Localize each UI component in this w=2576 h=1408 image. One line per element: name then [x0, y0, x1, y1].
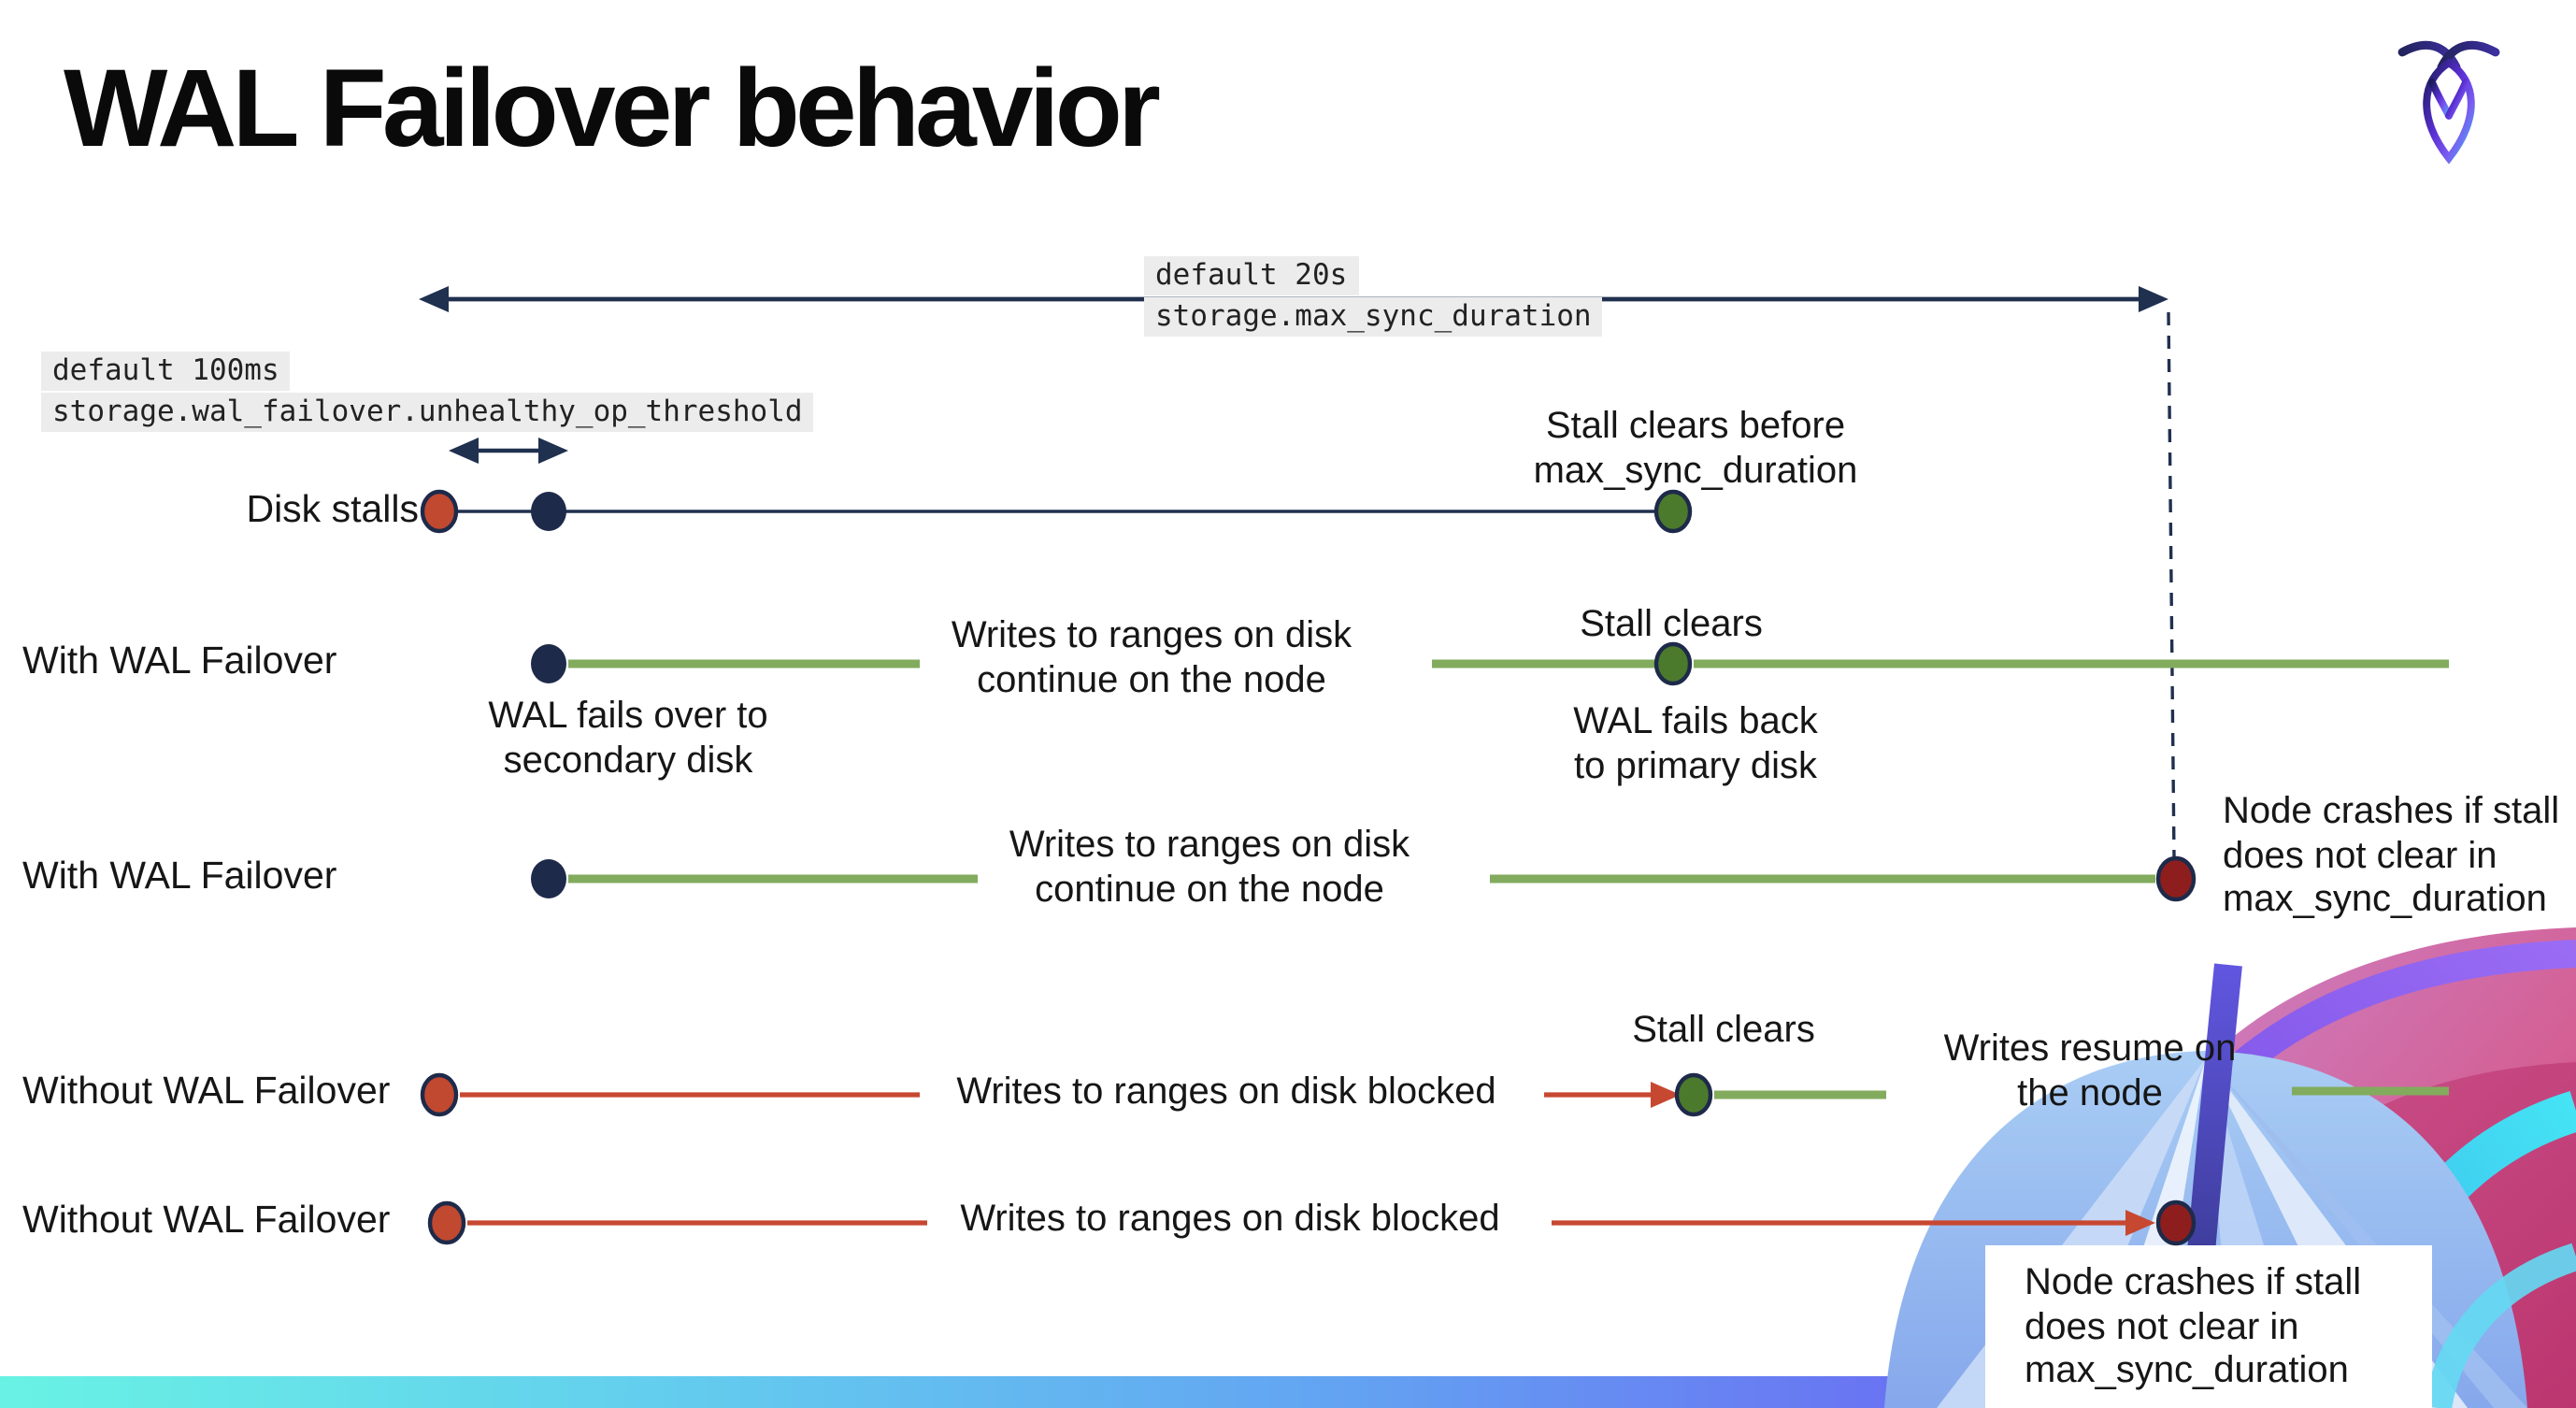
row-label-without-wal-failover-1: Without WAL Failover: [22, 1070, 391, 1113]
unhealthy-default-label: default 100ms: [41, 352, 291, 391]
writes-blocked-note-1: Writes to ranges on disk blocked: [956, 1071, 1496, 1113]
threshold-dot: [531, 492, 566, 531]
max-sync-default-label: default 20s: [1144, 256, 1359, 295]
writes-continue-note-2: Writes to ranges on disk continue on the…: [1009, 825, 1410, 910]
row-disk-stalls-timeline: [420, 489, 1693, 534]
disk-stall-start-dot: [420, 489, 459, 534]
row-wal-failover-1-timeline: [531, 641, 2449, 686]
max-sync-setting-label: storage.max_sync_duration: [1144, 297, 1603, 337]
writes-continue-note-1: Writes to ranges on disk continue on the…: [951, 615, 1352, 700]
writes-blocked-note-2: Writes to ranges on disk blocked: [960, 1199, 1500, 1240]
node-crashes-text-1: Node crashes if stall does not clear in …: [2223, 791, 2560, 920]
disk-stall-start-dot: [427, 1200, 466, 1245]
node-crash-dot: [2155, 1200, 2197, 1246]
row-no-failover-1-timeline: [420, 1072, 2449, 1117]
row-label-with-wal-failover-2: With WAL Failover: [22, 855, 337, 898]
red-arrowhead: [2125, 1210, 2155, 1236]
node-crash-dot: [2155, 855, 2197, 902]
row-label-disk-stalls: Disk stalls: [246, 488, 419, 531]
node-crashes-text-2: Node crashes if stall does not clear in …: [2025, 1262, 2362, 1391]
unhealthy-setting-label: storage.wal_failover.unhealthy_op_thresh…: [41, 393, 814, 432]
stall-clears-dot: [1653, 489, 1693, 534]
wal-fails-over-note: WAL fails over to secondary disk: [488, 696, 768, 781]
red-arrowhead: [1651, 1082, 1681, 1108]
failover-dot: [531, 644, 566, 683]
stall-clears-dot: [1674, 1072, 1713, 1117]
writes-resume-note: Writes resume on the node: [1943, 1028, 2237, 1113]
failover-dot: [531, 859, 566, 898]
stall-clears-dot: [1653, 641, 1693, 686]
disk-stall-start-dot: [420, 1072, 459, 1117]
node-crash-callout-box: Node crashes if stall does not clear in …: [1985, 1245, 2432, 1408]
unhealthy-threshold-arrow: [449, 438, 568, 464]
page-title: WAL Failover behavior: [64, 47, 1161, 170]
stall-clears-note-2: Stall clears: [1632, 1010, 1815, 1051]
stall-clears-note-1: Stall clears: [1580, 604, 1763, 645]
stall-clears-before-note: Stall clears before max_sync_duration: [1533, 406, 1858, 491]
wal-fails-back-note: WAL fails back to primary disk: [1573, 701, 1818, 786]
cockroachdb-logo-icon: [2397, 40, 2500, 165]
row-label-without-wal-failover-2: Without WAL Failover: [22, 1199, 391, 1242]
row-wal-failover-2-timeline: [531, 855, 2197, 902]
row-no-failover-2-timeline: [427, 1200, 2197, 1246]
row-label-with-wal-failover-1: With WAL Failover: [22, 639, 337, 682]
dashed-max-sync-line: [2167, 311, 2176, 859]
